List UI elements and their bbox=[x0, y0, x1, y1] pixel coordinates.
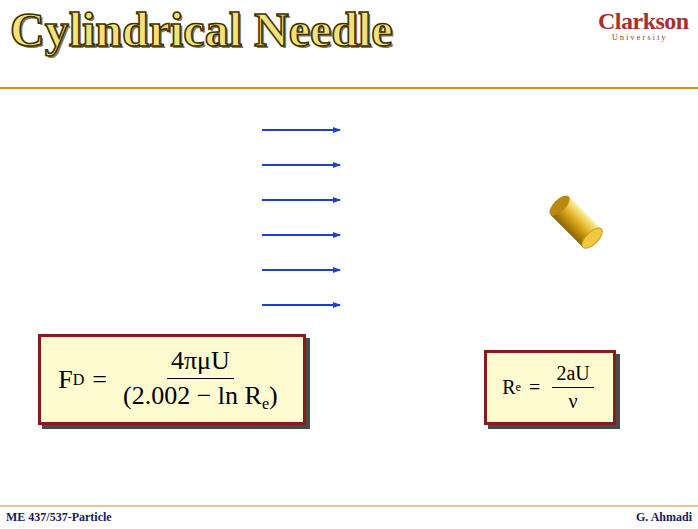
formula-text: 4πμU bbox=[171, 346, 230, 375]
denominator: ν bbox=[565, 388, 582, 413]
numerator: 2aU bbox=[552, 362, 593, 388]
formula-text: R bbox=[502, 376, 515, 399]
formula-text: = bbox=[92, 365, 107, 395]
logo-text: Clarkson bbox=[598, 8, 689, 35]
formula-box: FD = 4πμU (2.002 − ln Re) bbox=[38, 334, 306, 425]
formula-box: Re = 2aU ν bbox=[484, 350, 616, 425]
footer-author: G. Ahmadi bbox=[636, 510, 692, 525]
formula-text: = bbox=[529, 376, 540, 399]
cylinder-needle bbox=[546, 192, 605, 251]
fraction: 4πμU (2.002 − ln Re) bbox=[119, 346, 282, 413]
title-rule bbox=[0, 87, 698, 89]
formula-text: 2aU bbox=[556, 362, 589, 384]
formula-text: ν bbox=[569, 390, 578, 412]
footer-course: ME 437/537-Particle bbox=[6, 510, 112, 525]
formula-subscript: e bbox=[516, 380, 522, 395]
fraction: 2aU ν bbox=[552, 362, 593, 413]
formula-subscript: D bbox=[73, 371, 85, 389]
denominator: (2.002 − ln Re) bbox=[119, 379, 282, 413]
formula-text: F bbox=[58, 365, 72, 395]
logo-subtext: University bbox=[612, 33, 668, 42]
numerator: 4πμU bbox=[167, 346, 234, 379]
formula-text: ) bbox=[269, 381, 278, 410]
flow-arrows bbox=[262, 130, 340, 305]
formula-subscript: e bbox=[262, 395, 269, 412]
footer-rule bbox=[0, 506, 698, 507]
formula-text: (2.002 − ln R bbox=[123, 381, 262, 410]
slide-title: Cylindrical Needle bbox=[10, 2, 393, 57]
